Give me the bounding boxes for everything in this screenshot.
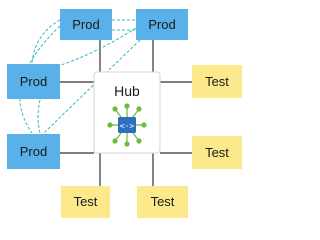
prod-node-box: [136, 9, 188, 40]
prod-node-mid-left: Prod: [7, 64, 60, 99]
mesh-line-tl-bl: [19, 25, 61, 134]
prod-node-box: [60, 9, 112, 40]
virtual-network-icon: <·>: [107, 103, 147, 147]
mesh-line-tl-ml: [31, 19, 61, 64]
hub: Hub <·>: [93, 71, 161, 154]
hub-spoke-diagram: Hub <·> Prod Prod Prod P: [7, 9, 242, 218]
test-node-label: Test: [74, 194, 98, 209]
prod-node-label: Prod: [20, 74, 47, 89]
mesh-line-ml-bl: [37, 99, 41, 134]
test-node-lower-right: Test: [192, 136, 242, 169]
test-node-box: [61, 186, 110, 218]
prod-node-box: [7, 134, 60, 169]
mesh-line-tr-ml: [57, 27, 137, 67]
prod-node-bottom-left: Prod: [7, 134, 60, 169]
test-node-label: Test: [151, 194, 175, 209]
prod-node-top-right: Prod: [136, 9, 188, 40]
hub-spoke-lines: [60, 40, 192, 186]
prod-node-label: Prod: [148, 17, 175, 32]
test-node-bottom-mid: Test: [137, 186, 188, 218]
svg-text:<·>: <·>: [120, 122, 135, 131]
test-node-bottom-left: Test: [61, 186, 110, 218]
prod-node-top-left: Prod: [60, 9, 112, 40]
prod-mesh-lines: [19, 19, 141, 134]
hub-label: Hub: [114, 83, 140, 99]
test-node-label: Test: [205, 74, 229, 89]
test-node-box: [137, 186, 188, 218]
test-node-box: [192, 65, 242, 98]
test-node-box: [192, 136, 242, 169]
prod-node-label: Prod: [72, 17, 99, 32]
test-node-label: Test: [205, 145, 229, 160]
mesh-line-tr-bl: [43, 39, 141, 134]
test-node-mid-right: Test: [192, 65, 242, 98]
prod-node-label: Prod: [20, 144, 47, 159]
prod-node-box: [7, 64, 60, 99]
